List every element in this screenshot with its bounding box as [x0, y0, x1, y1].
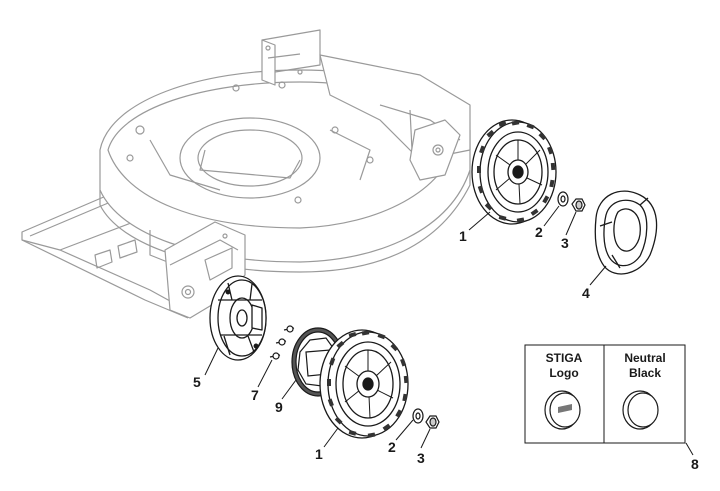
callout-front-nut: 3 [417, 450, 425, 466]
callout-cap-box: 8 [691, 456, 699, 472]
hubcap-cover [594, 190, 658, 275]
rear-washer [557, 191, 569, 207]
stiga-logo-label-line1: STIGA [546, 351, 583, 365]
screws [269, 325, 295, 360]
callout-front-washer: 2 [388, 439, 396, 455]
gear-cover [209, 275, 267, 361]
rear-wheel [471, 119, 557, 225]
front-nut [425, 415, 440, 429]
neutral-black-label-line1: Neutral [624, 351, 665, 365]
callout-screws: 7 [251, 387, 259, 403]
callout-rear-washer: 2 [535, 224, 543, 240]
callout-rear-nut: 3 [561, 235, 569, 251]
callout-gear-cover: 5 [193, 374, 201, 390]
callout-gear-ring: 9 [275, 399, 283, 415]
callout-rear-wheel: 1 [459, 228, 467, 244]
callout-hubcap-cover: 4 [582, 285, 590, 301]
mower-deck [21, 29, 471, 319]
rear-nut [571, 198, 586, 212]
neutral-black-label-line2: Black [629, 366, 661, 380]
stiga-logo-cap-icon [544, 390, 581, 430]
cap-variants-box: STIGA Logo Neutral Black [524, 344, 686, 444]
front-wheel [319, 329, 409, 439]
front-washer [412, 408, 424, 424]
callout-front-wheel: 1 [315, 446, 323, 462]
stiga-logo-label-line2: Logo [549, 366, 578, 380]
neutral-black-cap-icon [622, 390, 659, 430]
leader-lines [204, 205, 694, 456]
